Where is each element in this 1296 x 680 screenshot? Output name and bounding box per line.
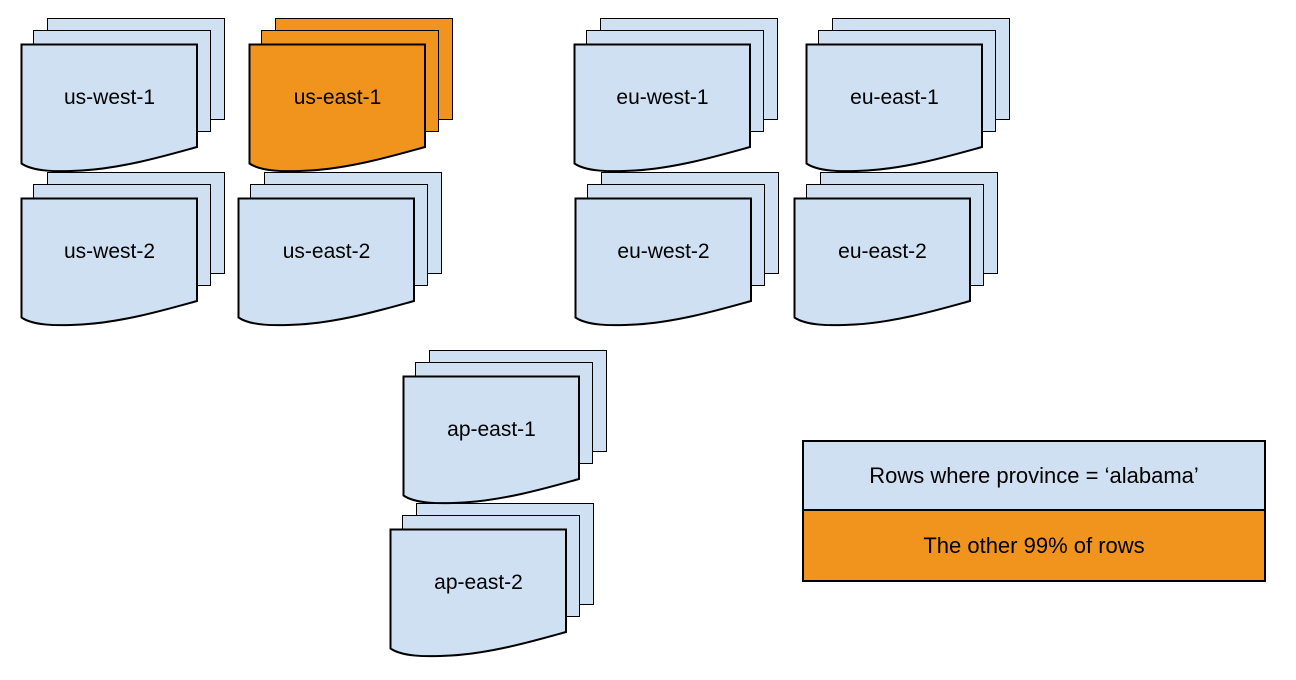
document-shape-icon [20, 197, 198, 327]
region-label: eu-east-1 [850, 86, 939, 109]
region-label: us-west-1 [63, 86, 156, 109]
region-label: ap-east-1 [447, 418, 536, 441]
legend-item-label: Rows where province = ‘alabama’ [869, 462, 1199, 488]
document-shape-icon [793, 197, 971, 327]
region-stack: eu-west-2 [574, 172, 780, 329]
region-stack: us-east-1 [248, 18, 454, 175]
region-stack: ap-east-1 [402, 350, 608, 507]
legend-item-label: The other 99% of rows [923, 532, 1145, 558]
document-shape-icon [20, 43, 198, 173]
region-stack: ap-east-2 [389, 503, 595, 660]
region-stack: eu-west-1 [573, 18, 779, 175]
region-stack: us-east-2 [237, 172, 443, 329]
document-shape-icon [402, 375, 580, 505]
region-label: eu-east-2 [838, 240, 927, 263]
region-label: eu-west-1 [616, 86, 709, 109]
region-label: us-east-1 [293, 86, 382, 109]
region-label: us-east-2 [282, 240, 371, 263]
document-shape-icon [237, 197, 415, 327]
region-stack: us-west-1 [20, 18, 226, 175]
legend-item-other-rows: The other 99% of rows [804, 511, 1264, 580]
region-label: ap-east-2 [434, 571, 523, 594]
document-shape-icon [573, 43, 751, 173]
document-shape-icon [389, 528, 567, 658]
region-stack: us-west-2 [20, 172, 226, 329]
region-label: us-west-2 [63, 240, 156, 263]
region-label: eu-west-2 [617, 240, 710, 263]
document-shape-icon [805, 43, 983, 173]
legend: Rows where province = ‘alabama’ The othe… [802, 440, 1266, 582]
region-stack: eu-east-1 [805, 18, 1011, 175]
region-stack: eu-east-2 [793, 172, 999, 329]
document-shape-icon [248, 43, 426, 173]
legend-item-alabama-rows: Rows where province = ‘alabama’ [804, 442, 1264, 511]
document-shape-icon [574, 197, 752, 327]
